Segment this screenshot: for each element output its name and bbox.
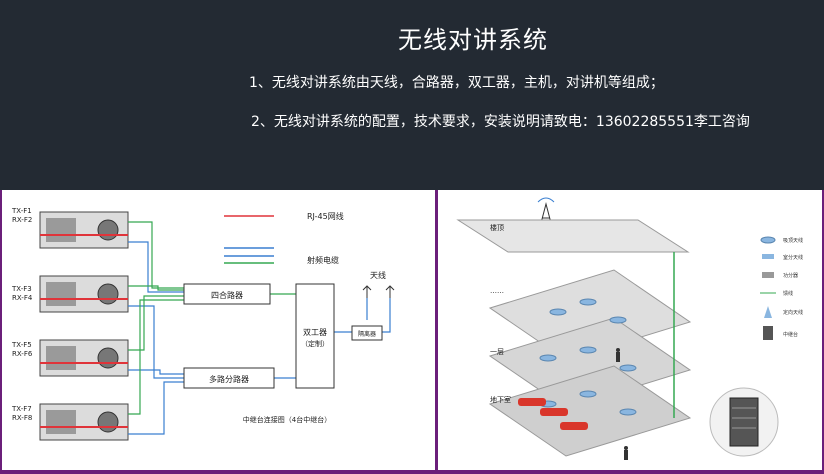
page-title: 无线对讲系统 <box>398 26 548 54</box>
repeater-unit-4 <box>39 403 129 441</box>
legend-ceiling-antenna-icon <box>760 236 776 244</box>
radio-1-label-tx: TX-F1 <box>11 207 32 215</box>
legend-repeater-icon <box>763 326 773 340</box>
radio-3-label-rx: RX-F6 <box>12 350 33 358</box>
floor-label-roof: 楼顶 <box>490 223 504 232</box>
duplexer-sublabel: （定制） <box>301 339 329 348</box>
duplexer-box <box>295 283 335 389</box>
divider-box <box>183 367 275 389</box>
legend-directional-antenna-icon <box>764 306 772 318</box>
legend-panel-antenna-icon <box>762 254 774 259</box>
radio-4-label-tx: TX-F7 <box>11 405 32 413</box>
legend-rj45-label: RJ-45网线 <box>307 211 344 221</box>
radio-1-label-rx: RX-F2 <box>12 216 32 224</box>
isolator-label: 隔离器 <box>358 330 376 338</box>
legend-splitter-icon <box>762 272 774 278</box>
repeater-wiring-diagram: TX-F1 RX-F2 TX-F3 RX-F4 TX-F5 RX-F6 TX-F… <box>2 190 435 470</box>
radio-2-label-rx: RX-F4 <box>12 294 33 302</box>
combiner-label: 四合路器 <box>211 290 243 300</box>
building-diagram-svg: 楼顶 …… 一层 地下室 吸顶天线 室分天线 功分器 馈线 定向天线 中继台 <box>456 197 803 460</box>
antenna-label: 天线 <box>370 270 386 280</box>
antenna-icon <box>362 285 395 298</box>
legend-rf-label: 射频电缆 <box>307 255 339 265</box>
radio-2-label-tx: TX-F3 <box>11 285 32 293</box>
legend-item-1: 吸顶天线 <box>783 237 803 244</box>
radio-4-label-rx: RX-F8 <box>12 414 32 422</box>
floor-label-dots: …… <box>490 287 504 295</box>
combiner-box <box>183 283 271 305</box>
legend-item-6: 中继台 <box>783 331 798 338</box>
description-line-2: 2、无线对讲系统的配置，技术要求，安装说明请致电：13602285551李工咨询 <box>251 114 750 130</box>
floor-label-one: 一层 <box>490 348 504 356</box>
server-rack-icon <box>709 387 779 457</box>
repeater-unit-1 <box>39 211 129 249</box>
legend-item-5: 定向天线 <box>783 309 803 316</box>
isolator-box <box>351 325 383 341</box>
header-banner: 无线对讲系统 1、无线对讲系统由天线，合路器，双工器，主机，对讲机等组成； 2、… <box>0 0 824 190</box>
floor-roof <box>456 219 690 253</box>
building-coverage-diagram: 楼顶 …… 一层 地下室 吸顶天线 室分天线 功分器 馈线 定向天线 中继台 <box>438 190 822 470</box>
legend-item-4: 馈线 <box>783 290 793 297</box>
floor-label-basement: 地下室 <box>490 395 511 404</box>
diagram-caption: 中继台连接图（4台中继台） <box>243 415 331 424</box>
floor-basement <box>488 365 692 457</box>
wiring-diagram-svg: TX-F1 RX-F2 TX-F3 RX-F4 TX-F5 RX-F6 TX-F… <box>11 207 395 441</box>
description-line-1: 1、无线对讲系统由天线，合路器，双工器，主机，对讲机等组成； <box>249 75 664 91</box>
car-icon <box>518 398 588 430</box>
duplexer-label: 双工器 <box>303 328 327 337</box>
legend-item-3: 功分器 <box>783 272 798 279</box>
radio-3-label-tx: TX-F5 <box>11 341 32 349</box>
repeater-unit-3 <box>39 339 129 377</box>
legend-item-2: 室分天线 <box>783 254 803 261</box>
person-icon <box>616 348 628 460</box>
repeater-unit-2 <box>39 275 129 313</box>
divider-label: 多路分路器 <box>209 374 249 384</box>
